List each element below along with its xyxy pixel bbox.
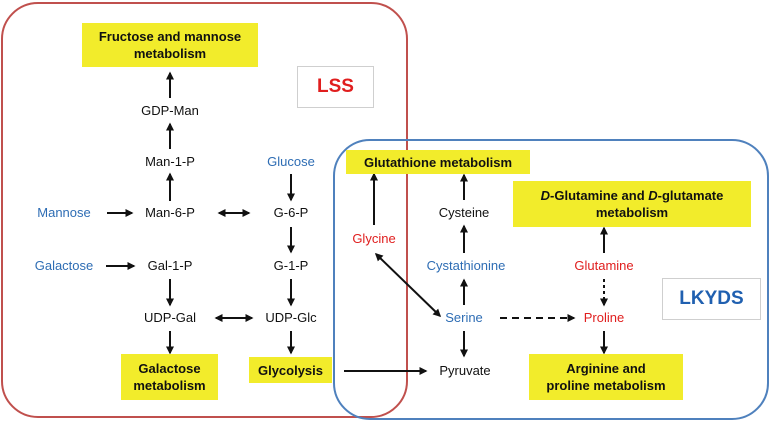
fructose-mannose-metabolism-box: Fructose and mannose metabolism <box>82 23 258 67</box>
node-man-6-p: Man-6-P <box>145 205 195 220</box>
node-serine: Serine <box>445 310 483 325</box>
lkyds-region-border <box>333 139 769 420</box>
arginine-proline-metabolism-box: Arginine and proline metabolism <box>529 354 683 400</box>
d-prefix-1: D <box>540 188 551 203</box>
glycolysis-box: Glycolysis <box>249 357 332 383</box>
node-man-1-p: Man-1-P <box>145 154 195 169</box>
galactose-metabolism-box: Galactose metabolism <box>121 354 218 400</box>
glycolysis-label: Glycolysis <box>257 362 324 378</box>
node-g-1-p: G-1-P <box>273 258 309 273</box>
node-glucose: Glucose <box>267 154 315 169</box>
d-glutamine-line-1: D-Glutamine and D-glutamate <box>541 187 724 204</box>
d-glutamine-mid: -Glutamine and <box>550 188 649 203</box>
node-udp-glc: UDP-Glc <box>265 310 317 325</box>
d-prefix-2: D <box>648 188 658 203</box>
node-galactose: Galactose <box>34 258 94 273</box>
glutathione-metabolism-box: Glutathione metabolism <box>346 150 530 174</box>
d-glutamine-glutamate-metabolism-box: D-Glutamine and D-glutamate metabolism <box>513 181 751 227</box>
galactose-metabolism-label: Galactose metabolism <box>133 361 206 393</box>
lss-label: LSS <box>297 66 374 108</box>
node-glycine: Glycine <box>352 231 396 246</box>
node-proline: Proline <box>583 310 625 325</box>
node-gal-1-p: Gal-1-P <box>147 258 193 273</box>
arginine-proline-metabolism-label: Arginine and proline metabolism <box>546 361 666 393</box>
lss-region-border <box>1 2 408 418</box>
lkyds-label: LKYDS <box>662 278 761 320</box>
fructose-mannose-metabolism-label: Fructose and mannose metabolism <box>98 29 242 61</box>
node-gdp-man: GDP-Man <box>141 103 199 118</box>
node-glutamine: Glutamine <box>574 258 634 273</box>
node-udp-gal: UDP-Gal <box>143 310 197 325</box>
node-cystathionine: Cystathionine <box>426 258 506 273</box>
node-g-6-p: G-6-P <box>273 205 309 220</box>
node-cysteine: Cysteine <box>438 205 490 220</box>
d-glutamate-tail: -glutamate <box>657 188 724 203</box>
d-glutamine-line-2: metabolism <box>595 205 669 220</box>
node-mannose: Mannose <box>37 205 91 220</box>
node-pyruvate: Pyruvate <box>439 363 491 378</box>
arrow-glycine-serine <box>374 252 442 318</box>
glutathione-metabolism-label: Glutathione metabolism <box>363 154 513 170</box>
